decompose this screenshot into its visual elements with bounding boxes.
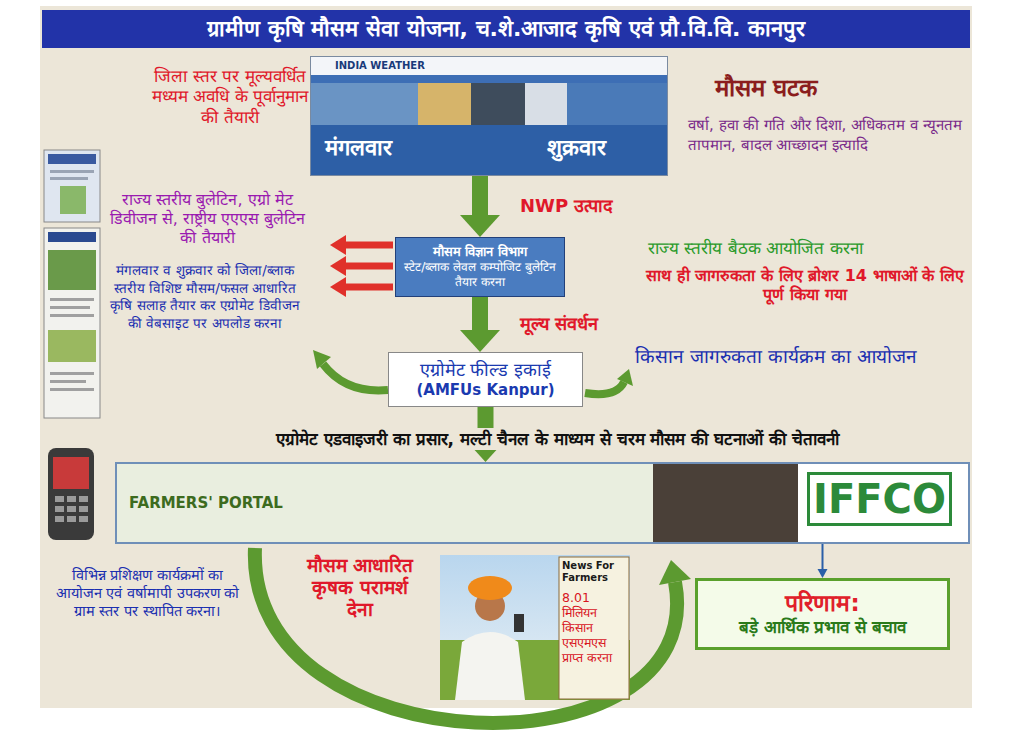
bulletin-line (50, 306, 90, 309)
media-strip: FARMERS' PORTAL IFFCO (115, 462, 970, 544)
phone-body (48, 448, 94, 540)
bulletin-thumbnails (44, 150, 100, 418)
curved-arrow (323, 364, 388, 390)
mobile-phone (48, 448, 94, 540)
arrow-head (460, 330, 500, 352)
sign-text: News For Farmers (562, 560, 626, 583)
curved-arrow-head (313, 350, 331, 369)
arrow-shaft (822, 544, 824, 570)
arrow-head (818, 569, 828, 578)
phone-key (79, 496, 88, 502)
box-heading: मौसम विज्ञान विभाग (433, 244, 527, 260)
sms-count: 8.01 मिलियन किसान एसएमएस प्राप्त करना (562, 590, 626, 665)
red-output-arrows (330, 235, 393, 297)
sign-board (559, 557, 629, 699)
process-box: मौसम विज्ञान विभागस्टेट/ब्लाक लेवल कम्पो… (395, 237, 565, 297)
edge-label: NWP उत्पाद (520, 195, 613, 217)
big-curved-arrow (255, 548, 677, 723)
box-body: (AMFUs Kanpur) (416, 381, 554, 400)
box-body: स्टेट/ब्लाक लेवल कम्पोजिट बुलेटिन तैयार … (402, 260, 558, 290)
bulletin-line (50, 388, 94, 391)
red-arrow-shaft (344, 284, 393, 291)
result-body: बड़े आर्थिक प्रभाव से बचाव (739, 617, 907, 638)
arrow-shaft (472, 176, 488, 217)
red-arrow-shaft (344, 242, 393, 249)
bulletin-header (48, 232, 96, 242)
site-name: INDIA WEATHER (335, 60, 425, 71)
note-text: साथ ही जागरुकता के लिए ब्रोशर 14 भाषाओं … (645, 266, 965, 304)
edge-label: मूल्य संवर्धन (520, 313, 598, 335)
curved-arrow-head (617, 369, 633, 386)
arrow-shaft (472, 297, 488, 332)
phone-key (79, 506, 88, 512)
bulletin-map (60, 186, 86, 214)
day-label: मंगलवार (325, 131, 392, 161)
note-text: राज्य स्तरीय बुलेटिन, एग्रो मेट डिवीजन स… (105, 190, 310, 248)
bulletin-photo (48, 250, 96, 290)
farmer-photo (440, 555, 630, 700)
flow-arrow (818, 544, 828, 578)
title-band: ग्रामीण कृषि मौसम सेवा योजना, च.शे.आजाद … (42, 10, 970, 48)
bulletin-line (50, 298, 94, 301)
portal-name: FARMERS' PORTAL (129, 494, 283, 512)
photo-sky (440, 555, 630, 700)
bulletin-line (50, 170, 94, 173)
phone-key (55, 496, 64, 502)
bulletin-cover (44, 150, 100, 222)
channel-heading: एग्रोमेट एडवाइजरी का प्रसार, मल्टी चैनल … (150, 428, 965, 450)
flow-arrow (460, 297, 500, 352)
red-arrow-shaft (344, 263, 393, 270)
note-text: मौसम आधारित कृषक परामर्श देना (305, 555, 415, 621)
phone-key (55, 506, 64, 512)
phone-key (67, 496, 76, 502)
note-text: जिला स्तर पर मूल्यवर्धित मध्यम अवधि के प… (150, 66, 310, 127)
bulletin-line (50, 380, 86, 383)
bulletin-line (50, 372, 94, 375)
curved-arrow (585, 382, 624, 394)
bulletin-line (50, 177, 88, 180)
bulletin-line (50, 314, 94, 317)
logo-text: IFFCO (807, 472, 952, 526)
note-text: किसान जागरुकता कार्यक्रम का आयोजन (635, 345, 970, 368)
red-arrow-head (330, 256, 346, 276)
phone-key (55, 516, 64, 522)
title-text: ग्रामीण कृषि मौसम सेवा योजना, च.शे.आजाद … (207, 16, 805, 42)
bulletin-page (44, 228, 100, 418)
note-text: राज्य स्तरीय बैठक आयोजित करना (648, 238, 958, 258)
note-text: विभिन्न प्रशिक्षण कार्यक्रमों का आयोजन ए… (55, 566, 240, 620)
arrow-head (460, 215, 500, 237)
phone-screen (53, 457, 89, 489)
section-heading: मौसम घटक (715, 74, 915, 103)
note-text: वर्षा, हवा की गति और दिशा, अधिकतम व न्यू… (688, 116, 968, 155)
bulletin-header (48, 154, 96, 164)
day-label: शुक्रवार (547, 131, 606, 161)
farmer-shirt (455, 632, 525, 700)
box-heading: एग्रोमेट फील्ड इकाई (420, 359, 551, 382)
bulletin-photo (48, 330, 96, 362)
flow-arrow (460, 176, 500, 237)
phone-key (67, 516, 76, 522)
farmer-turban (468, 576, 512, 600)
red-arrow-head (330, 235, 346, 255)
big-curved-arrow-head (659, 560, 691, 585)
result-box: परिणाम:बड़े आर्थिक प्रभाव से बचाव (695, 578, 950, 650)
farmer-phone (514, 614, 524, 632)
result-heading: परिणाम: (785, 590, 859, 618)
phone-key (67, 506, 76, 512)
phone-key (79, 516, 88, 522)
note-text: मंगलवार व शुक्रवार को जिला/ब्लाक स्तरीय … (105, 262, 305, 332)
process-box: एग्रोमेट फील्ड इकाई(AMFUs Kanpur) (388, 352, 583, 407)
weather-screenshot: INDIA WEATHER मंगलवार शुक्रवार (310, 56, 668, 176)
red-arrow-head (330, 277, 346, 297)
